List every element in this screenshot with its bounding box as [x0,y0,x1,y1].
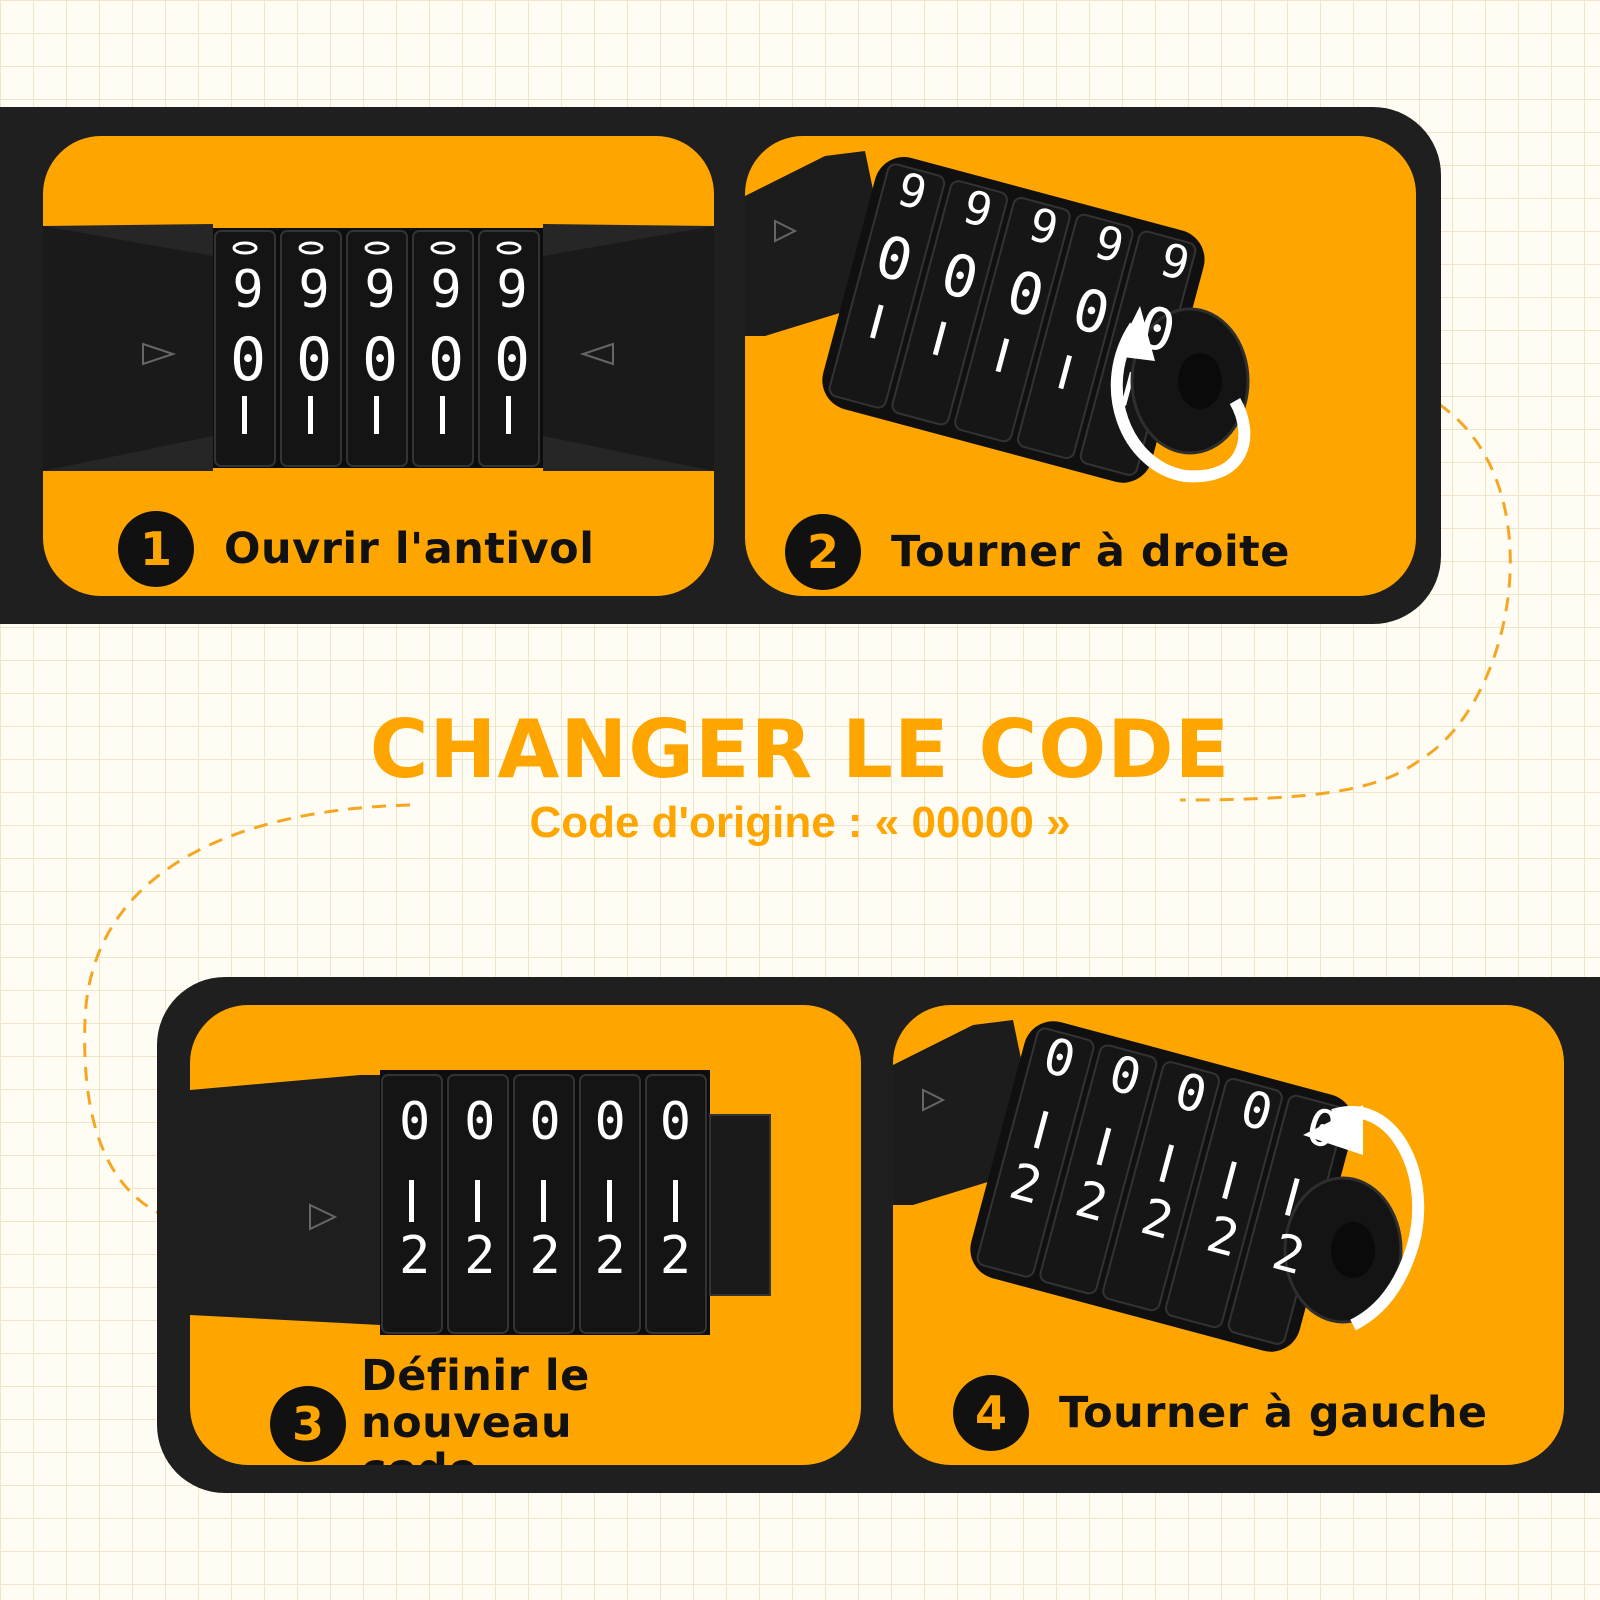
lock-open-illustration [43,224,714,471]
wheel-partial-top [232,241,258,255]
step-2-label: Tourner à droite [891,526,1290,577]
wheel-upper-digit: 0 [398,1092,431,1152]
wheel-upper-digit: 9 [430,260,462,320]
wheel-lower-digit: 2 [529,1226,561,1286]
wheel-center-digit: 0 [427,325,465,395]
step-3-badge: 3 [270,1385,346,1462]
step-1-digits: 9 9 9 9 9 0 0 0 0 0 [215,256,545,396]
digit-wheels [232,241,522,255]
arrow-right-marker [142,342,177,366]
wheel-lower-digit: 2 [464,1226,496,1286]
wheel-upper-digit: 9 [364,260,396,320]
title-block: CHANGER LE CODE Code d'origine : « 00000… [0,705,1600,851]
arrow-right-marker [309,1203,338,1231]
wheel-upper-digit: 9 [1154,232,1196,292]
wheel-center-digit: 0 [1065,274,1117,350]
lock-rotating-right-illustration [745,151,1251,483]
step-3-caption: 3 Définir le nouveau code [270,1353,691,1465]
wheel-upper-digit: 9 [1023,196,1064,257]
arrow-right-marker [922,1088,946,1112]
step-4-label: Tourner à gauche [1059,1387,1488,1438]
step-1-panel: 9 9 9 9 9 0 0 0 0 0 1 Ouvrir l'antivol [43,136,714,596]
wheel-upper-digit: 9 [891,161,933,221]
page-title: CHANGER LE CODE [369,703,1231,796]
step-2-caption: 2 Tourner à droite [785,514,1290,590]
arrow-right-marker [774,219,798,243]
rotate-left-arrow [1331,1105,1425,1331]
wheel-center-digit: 0 [229,325,267,395]
wheel-lower-digit: 2 [398,1226,431,1286]
step-3-digits: 0 0 0 0 0 2 2 2 2 2 [382,1085,708,1293]
step-2-panel: 9 9 9 9 9 0 0 0 0 0 2 Tourner à droite [745,136,1416,596]
wheel-center-digit: 0 [868,221,920,297]
wheel-upper-digit: 0 [659,1092,691,1152]
lock-rotating-left-illustration [893,1020,1425,1352]
wheel-center-digit: 0 [934,239,986,314]
wheel-upper-digit: 0 [1234,1079,1279,1143]
lock-set-code-illustration [190,1070,771,1335]
step-1-caption: 1 Ouvrir l'antivol [118,511,594,587]
wheel-lower-digit: 2 [1200,1204,1245,1269]
step-2-badge: 2 [785,514,861,590]
wheel-upper-digit: 0 [1037,1026,1082,1091]
wheel-upper-digit: 0 [594,1092,626,1152]
wheel-upper-digit: 9 [1088,214,1130,274]
wheel-lower-digit: 2 [1135,1187,1180,1251]
connector-left-curve [83,803,411,1227]
rotate-right-arrow [1110,322,1251,483]
wheel-upper-digit: 0 [464,1092,496,1152]
wheel-lower-digit: 2 [594,1226,626,1286]
wheel-lower-digit: 2 [1266,1222,1311,1287]
step-3-label: Définir le nouveau code [361,1351,590,1466]
reset-knob [709,1114,771,1296]
wheel-upper-digit: 9 [232,260,264,320]
wheel-center-digit: 0 [999,256,1052,332]
wheel-center-digit: 0 [295,325,333,395]
wheel-lower-digit: 2 [1069,1169,1114,1234]
arrow-left-marker [579,342,614,366]
wheel-upper-digit: 9 [496,260,528,320]
wheel-upper-digit: 0 [1168,1061,1213,1126]
step-4-panel: 0 0 0 0 0 2 2 2 2 2 4 Tourner à gauche [893,1005,1564,1465]
step-4-caption: 4 Tourner à gauche [953,1375,1488,1451]
connector-right-curve [1179,390,1512,802]
wheel-upper-digit: 9 [298,260,330,320]
wheel-upper-digit: 0 [529,1092,561,1152]
wheel-lower-digit: 2 [1003,1151,1048,1216]
wheel-upper-digit: 9 [957,179,999,239]
step-3-panel: 0 0 0 0 0 2 2 2 2 2 3 Définir le nouveau… [190,1005,861,1465]
digit-wheels-bottom [242,396,511,434]
original-code-subtitle: Code d'origine : « 00000 » [529,798,1071,847]
step-1-badge: 1 [118,511,194,587]
wheel-center-digit: 0 [493,325,531,395]
step-4-badge: 4 [953,1375,1029,1451]
step-1-label: Ouvrir l'antivol [224,523,595,574]
wheel-center-digit: 0 [1131,291,1183,367]
wheel-upper-digit: 0 [1103,1043,1148,1108]
wheel-lower-digit: 2 [659,1226,691,1286]
wheel-upper-digit: 0 [1300,1096,1345,1161]
wheel-center-digit: 0 [361,325,399,395]
